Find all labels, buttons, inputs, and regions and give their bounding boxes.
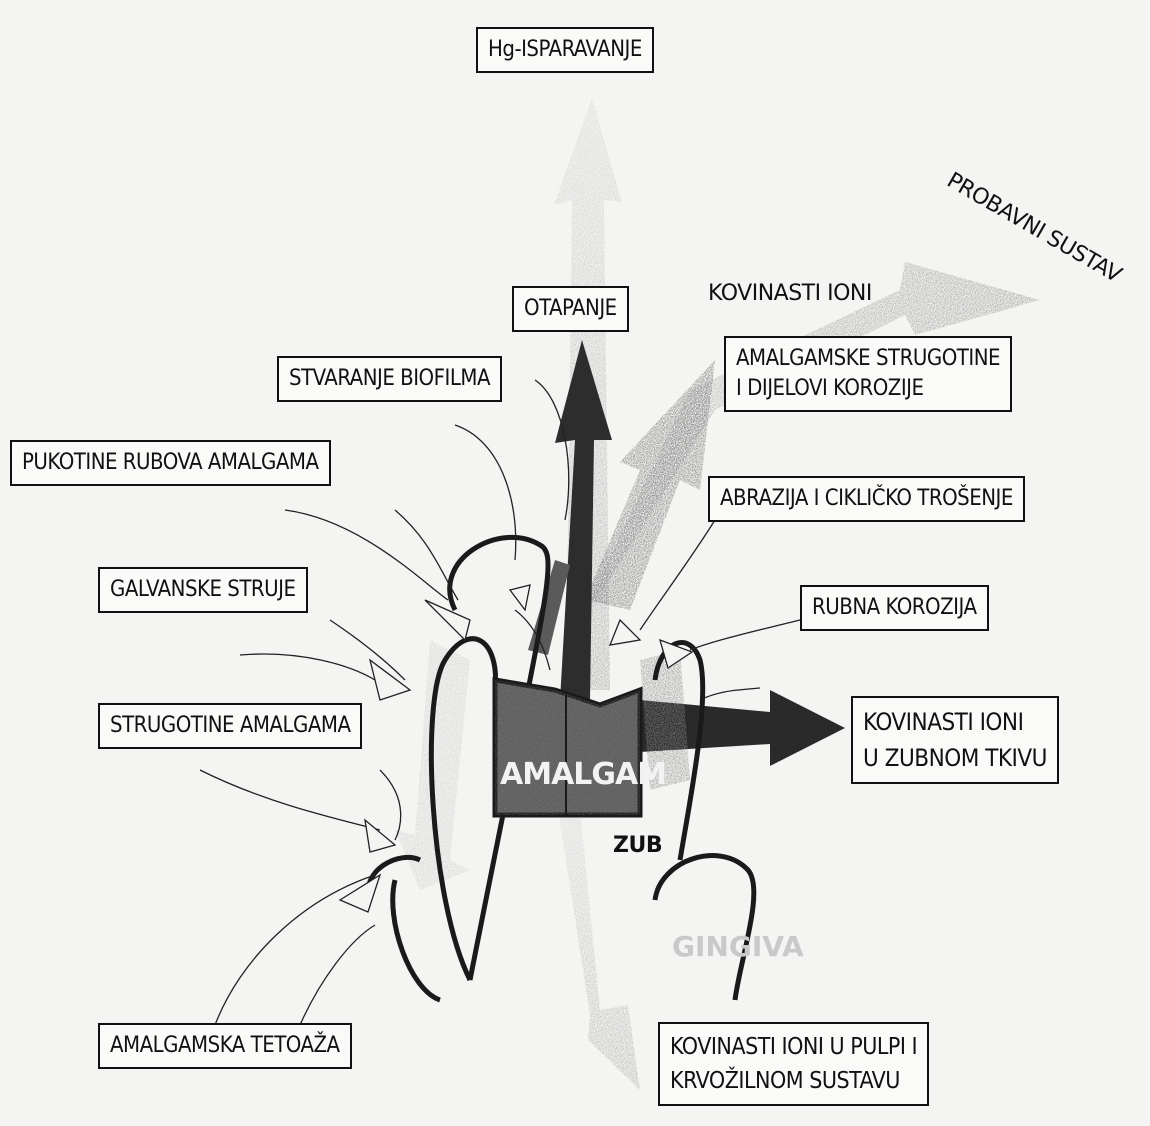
pulp-circulation-line1: KOVINASTI IONI U PULPI I — [670, 1030, 917, 1064]
galvanic-currents-label: GALVANSKE STRUJE — [110, 575, 296, 605]
marginal-corrosion-label: RUBNA KOROZIJA — [812, 593, 977, 623]
amalgam-particles-box: AMALGAMSKE STRUGOTINE I DIJELOVI KOROZIJ… — [724, 336, 1012, 412]
amalgam-particles-line1: AMALGAMSKE STRUGOTINE — [736, 344, 1000, 374]
abrasion-label: ABRAZIJA I CIKLIČKO TROŠENJE — [720, 484, 1013, 514]
galvanic-currents-box: GALVANSKE STRUJE — [98, 567, 308, 613]
margin-cracks-label: PUKOTINE RUBOVA AMALGAMA — [22, 448, 319, 478]
amalgam-tattoo-label: AMALGAMSKA TETOAŽA — [110, 1031, 340, 1061]
amalgam-particles-line2: I DIJELOVI KOROZIJE — [736, 374, 1000, 404]
metal-ions-label: KOVINASTI IONI — [708, 281, 872, 306]
tooth-label: ZUB — [613, 833, 662, 858]
pulp-circulation-box: KOVINASTI IONI U PULPI I KRVOŽILNOM SUST… — [658, 1022, 929, 1106]
gingiva-label: GINGIVA — [672, 930, 804, 963]
amalgam-label: AMALGAM — [500, 757, 640, 792]
hg-evaporation-box: Hg-ISPARAVANJE — [476, 27, 654, 73]
amalgam-tattoo-box: AMALGAMSKA TETOAŽA — [98, 1023, 352, 1069]
dental-tissue-line2: U ZUBNOM TKIVU — [863, 740, 1047, 776]
dental-tissue-box: KOVINASTI IONI U ZUBNOM TKIVU — [851, 696, 1059, 784]
amalgam-shavings-box: STRUGOTINE AMALGAMA — [98, 703, 362, 749]
dissolution-box: OTAPANJE — [512, 286, 629, 332]
marginal-corrosion-box: RUBNA KOROZIJA — [800, 585, 989, 631]
dissolution-label: OTAPANJE — [524, 294, 617, 324]
hg-evaporation-label: Hg-ISPARAVANJE — [488, 35, 642, 65]
amalgam-filling — [495, 680, 640, 815]
biofilm-label: STVARANJE BIOFILMA — [289, 364, 490, 394]
dental-tissue-line1: KOVINASTI IONI — [863, 704, 1047, 740]
amalgam-shavings-label: STRUGOTINE AMALGAMA — [110, 711, 350, 741]
biofilm-box: STVARANJE BIOFILMA — [277, 356, 502, 402]
margin-cracks-box: PUKOTINE RUBOVA AMALGAMA — [10, 440, 331, 486]
abrasion-box: ABRAZIJA I CIKLIČKO TROŠENJE — [708, 476, 1025, 522]
pulp-circulation-line2: KRVOŽILNOM SUSTAVU — [670, 1064, 917, 1098]
